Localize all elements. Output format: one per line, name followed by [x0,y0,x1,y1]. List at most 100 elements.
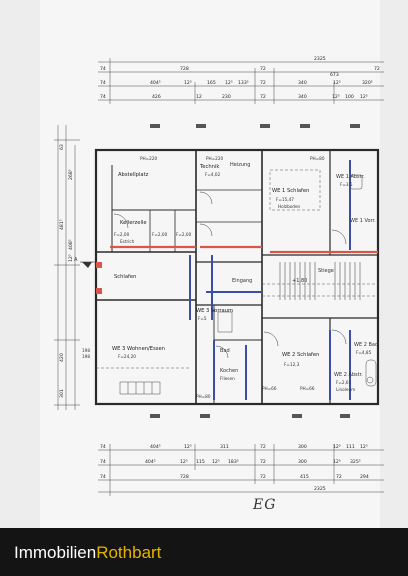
dim-top-r3-i: 12⁵ [360,94,368,100]
dim-bot-r2-i: 12⁵ [333,459,341,465]
dim-top-r1-a: 74 [100,66,106,72]
we2-abstr-area: F=2,61 [336,380,352,385]
dim-bot-r3-a: 74 [100,474,106,480]
brand-name-part1: Immobilien [14,543,97,562]
brand-name-part2: Rothbart [96,543,162,562]
height-ph1: PH=220 [140,156,158,161]
dim-bot-r2-b: 404⁵ [145,459,156,465]
dim-bot-r1-i: 12⁵ [360,444,368,450]
dim-bot-r3-f: 294 [360,474,369,480]
red-marker [96,262,102,268]
room-heizung: Heizung [230,162,250,168]
dim-top-r1-e: 72 [374,66,380,72]
dim-bot-r1-b: 404⁵ [150,444,161,450]
dim-bot-total: 2325 [314,486,326,492]
room-we3-bad: Bad [220,348,230,354]
dim-left-e: 408⁵ [68,239,74,250]
dim-top-total: 2325 [314,56,326,62]
brand-footer: ImmobilienRothbart [0,528,408,576]
blue-walls [189,160,351,400]
we2-bad-area: F=4,85 [356,350,372,355]
dim-left-i: 198 [82,354,90,359]
dim-bot-r2-f: 183⁵ [228,459,239,465]
we1-abstr-area: F=3,5 [340,182,353,187]
floor-plan: 2325 74 728 72 673 72 74 404⁵ 12⁵ 165 12… [54,56,384,496]
dim-bot-r1-e: 72 [260,444,266,450]
red-marker [96,288,102,294]
room-we3-vorraum: WE 3 Vorraum [196,308,233,314]
material-estrich: Estrich [120,239,135,244]
material-holzboden: Holzboden [278,204,301,209]
dim-top-r1-b: 728 [180,66,189,72]
height-ph4: PH=66 [262,386,277,391]
bottom-dimension-chain [98,444,384,496]
height-ph6: PH=80 [196,394,211,399]
section-marker: A [74,257,96,268]
dim-bot-r2-a: 74 [100,459,106,465]
dim-bot-r3-b: 728 [180,474,189,480]
dim-bot-r1-f: 300 [298,444,307,450]
dim-top-r2-c: 12⁵ [184,80,192,86]
svg-text:A: A [74,257,78,263]
dim-top-r2-g: 72 [260,80,266,86]
dim-bot-r3-c: 72 [260,474,266,480]
room-abstellplatz: Abstellplatz [118,172,149,178]
dim-bot-r1-g: 12⁵ [333,444,341,450]
room-we3-kochen: Kochen [220,368,238,374]
dashed-lines [96,169,378,369]
dim-top-r3-h: 100 [345,94,354,100]
dim-bot-r1-a: 74 [100,444,106,450]
dim-top-r3-a: 74 [100,94,106,100]
dim-top-r3-b: 426 [152,94,161,100]
room-stiege: Stiege [318,268,334,274]
dim-bot-r1-c: 12⁵ [184,444,192,450]
dim-top-r2-j: 320⁵ [362,80,373,86]
dim-top-r3-g: 12⁵ [332,94,340,100]
dim-top-r2-f: 133⁵ [238,80,249,86]
height-ph5: PH=66 [300,386,315,391]
dim-bot-r3-e: 72 [336,474,342,480]
dim-bot-r1-h: 111 [346,444,355,450]
dim-top-r2-a: 74 [100,80,106,86]
door-swings [113,191,347,359]
left-dimension-chain [54,125,80,410]
dim-top-r3-c: 12 [196,94,202,100]
red-walls [110,245,378,254]
room-we3-schlafen: Schlafen [114,274,136,280]
dim-bot-r3-d: 415 [300,474,309,480]
room-we2-bad: WE 2 Bad [354,342,378,348]
kellerzelle-area-a: F=2,00 [114,232,130,237]
dim-top-r1-c: 72 [260,66,266,72]
building-walls [94,148,380,406]
dim-top-r1-d: 673 [330,72,339,78]
we3-vorraum-area: F=5 [198,316,207,321]
dim-top-r2-e: 12⁵ [225,80,233,86]
room-we1-schlafen: WE 1 Schlafen [272,188,309,194]
dim-bot-r2-g: 72 [260,459,266,465]
dim-top-r3-f: 340 [298,94,307,100]
dim-bot-r2-h: 300 [298,459,307,465]
room-we2-schlafen: WE 2 Schlafen [282,352,319,358]
dim-top-r3-e: 72 [260,94,266,100]
top-dimension-chain [98,58,384,104]
material-fliesen: Fliesen [220,376,235,381]
dim-left-f: 420 [59,353,65,362]
room-we3-wohnen: WE 3 Wohnen/Essen [112,346,165,352]
we1-schlafen-area: F=15,47 [276,197,294,202]
dim-bot-r2-e: 12⁵ [212,459,220,465]
room-technik: Technik [199,164,219,170]
dim-top-r2-b: 404⁵ [150,80,161,86]
we2-schlafen-area: F=12,3 [284,362,300,367]
room-we1-vorr: WE 1 Vorr. [350,218,376,224]
room-technik-area: F=4,02 [205,172,221,177]
stiege-height: +1,80 [292,278,307,284]
dim-bot-r1-d: 311 [220,444,229,450]
we3-wohnen-area: F=24,20 [118,354,136,359]
dim-top-r2-i: 12⁵ [333,80,341,86]
brand-logo: ImmobilienRothbart [14,543,161,563]
floor-label: EG [253,497,277,513]
room-we1-abstr: WE 1 Abstr. [336,174,365,180]
dim-left-h: 198 [82,348,90,353]
height-ph2: PH=220 [206,156,224,161]
dim-top-r2-h: 340 [298,80,307,86]
